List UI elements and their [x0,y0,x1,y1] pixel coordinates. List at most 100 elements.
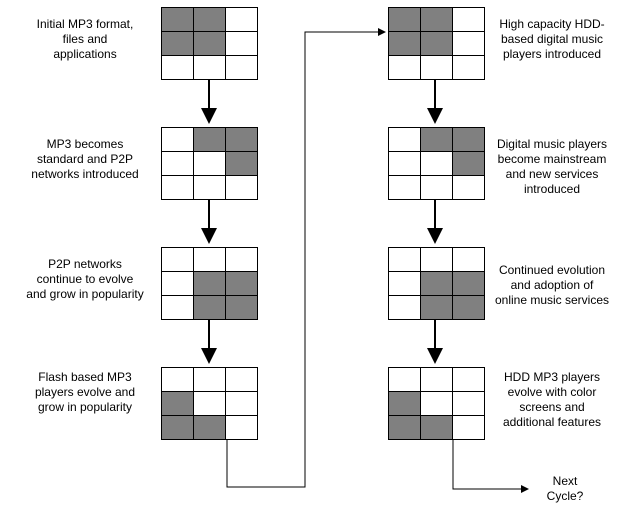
grid-cell-filled [388,31,421,56]
grid-cell-empty [161,151,194,176]
grid-cell-empty [420,367,453,392]
grid-cell-filled [420,295,453,320]
grid-cell-filled [161,31,194,56]
grid-cell-filled [420,415,453,440]
stage-grid-6 [388,127,485,200]
stage-label-line: online music services [494,293,610,307]
grid-cell-empty [452,31,485,56]
grid-cell-filled [388,391,421,416]
stage-label-line: additional features [502,415,602,429]
stage-label-line: become mainstream [497,152,607,166]
grid-cell-filled [225,127,258,152]
stage-grid-2 [161,127,258,200]
grid-cell-filled [193,31,226,56]
grid-cell-empty [225,7,258,32]
stage-label-line: Initial MP3 format, [36,17,134,31]
grid-cell-filled [452,271,485,296]
stage-label-line: standard and P2P [36,152,134,166]
grid-cell-empty [161,271,194,296]
grid-cell-empty [225,391,258,416]
grid-cell-filled [388,7,421,32]
stage-label-line: based digital music [500,32,604,46]
stage-label-line: MP3 becomes [46,137,124,151]
stage-label-line: P2P networks [48,257,122,271]
grid-cell-filled [420,7,453,32]
grid-cell-empty [452,391,485,416]
grid-cell-filled [161,7,194,32]
stage-grid-5 [388,7,485,80]
grid-cell-empty [225,175,258,200]
grid-cell-filled [161,415,194,440]
next-cycle-line: Next [552,474,578,488]
grid-cell-empty [193,391,226,416]
grid-cell-empty [193,55,226,80]
grid-cell-filled [420,271,453,296]
stage-label-line: Flash based MP3 [38,370,132,384]
grid-cell-empty [161,175,194,200]
stage-grid-4 [161,367,258,440]
stage-grid-7 [388,247,485,320]
stage-grid-8 [388,367,485,440]
grid-cell-empty [388,247,421,272]
stage-label-line: and new services [505,167,599,181]
stage-label-line: Digital music players [496,137,608,151]
grid-cell-empty [388,55,421,80]
grid-cell-empty [225,415,258,440]
grid-cell-empty [452,55,485,80]
stage-label-line: screens and [519,400,585,414]
next-cycle-line: Cycle? [546,489,584,503]
grid-cell-empty [225,247,258,272]
grid-cell-empty [161,367,194,392]
stage-label-line: players evolve and [34,385,136,399]
stage-label-line: evolve with color [507,385,597,399]
grid-cell-empty [225,55,258,80]
grid-cell-empty [193,367,226,392]
stage-label-line: grow in popularity [37,400,133,414]
grid-cell-empty [225,31,258,56]
stage-label-line: introduced [523,182,581,196]
grid-cell-empty [225,367,258,392]
grid-cell-empty [388,271,421,296]
stage-grid-3 [161,247,258,320]
grid-cell-empty [161,247,194,272]
grid-cell-empty [452,367,485,392]
grid-cell-filled [225,295,258,320]
stage-label-line: and adoption of [510,278,594,292]
grid-cell-filled [193,7,226,32]
grid-cell-filled [193,271,226,296]
grid-cell-empty [388,127,421,152]
grid-cell-filled [193,295,226,320]
grid-cell-filled [420,127,453,152]
grid-cell-filled [388,415,421,440]
stage-label-line: files and [62,32,108,46]
stage-label-line: High capacity HDD- [499,17,605,31]
grid-cell-filled [452,295,485,320]
grid-cell-filled [452,151,485,176]
grid-cell-empty [161,295,194,320]
grid-cell-empty [420,247,453,272]
grid-cell-empty [388,151,421,176]
grid-cell-empty [452,247,485,272]
grid-cell-empty [193,151,226,176]
grid-cell-filled [193,415,226,440]
stage-label-line: and grow in popularity [26,287,144,301]
grid-cell-filled [225,151,258,176]
stage-grid-1 [161,7,258,80]
grid-cell-empty [161,127,194,152]
next-cycle-arrow [452,440,529,493]
stage-label-line: applications [53,47,117,61]
grid-cell-filled [193,127,226,152]
cycle-connector-arrow [226,28,386,488]
grid-cell-filled [452,127,485,152]
grid-cell-empty [420,151,453,176]
grid-cell-empty [420,391,453,416]
stage-label-line: HDD MP3 players [503,370,601,384]
grid-cell-empty [388,367,421,392]
